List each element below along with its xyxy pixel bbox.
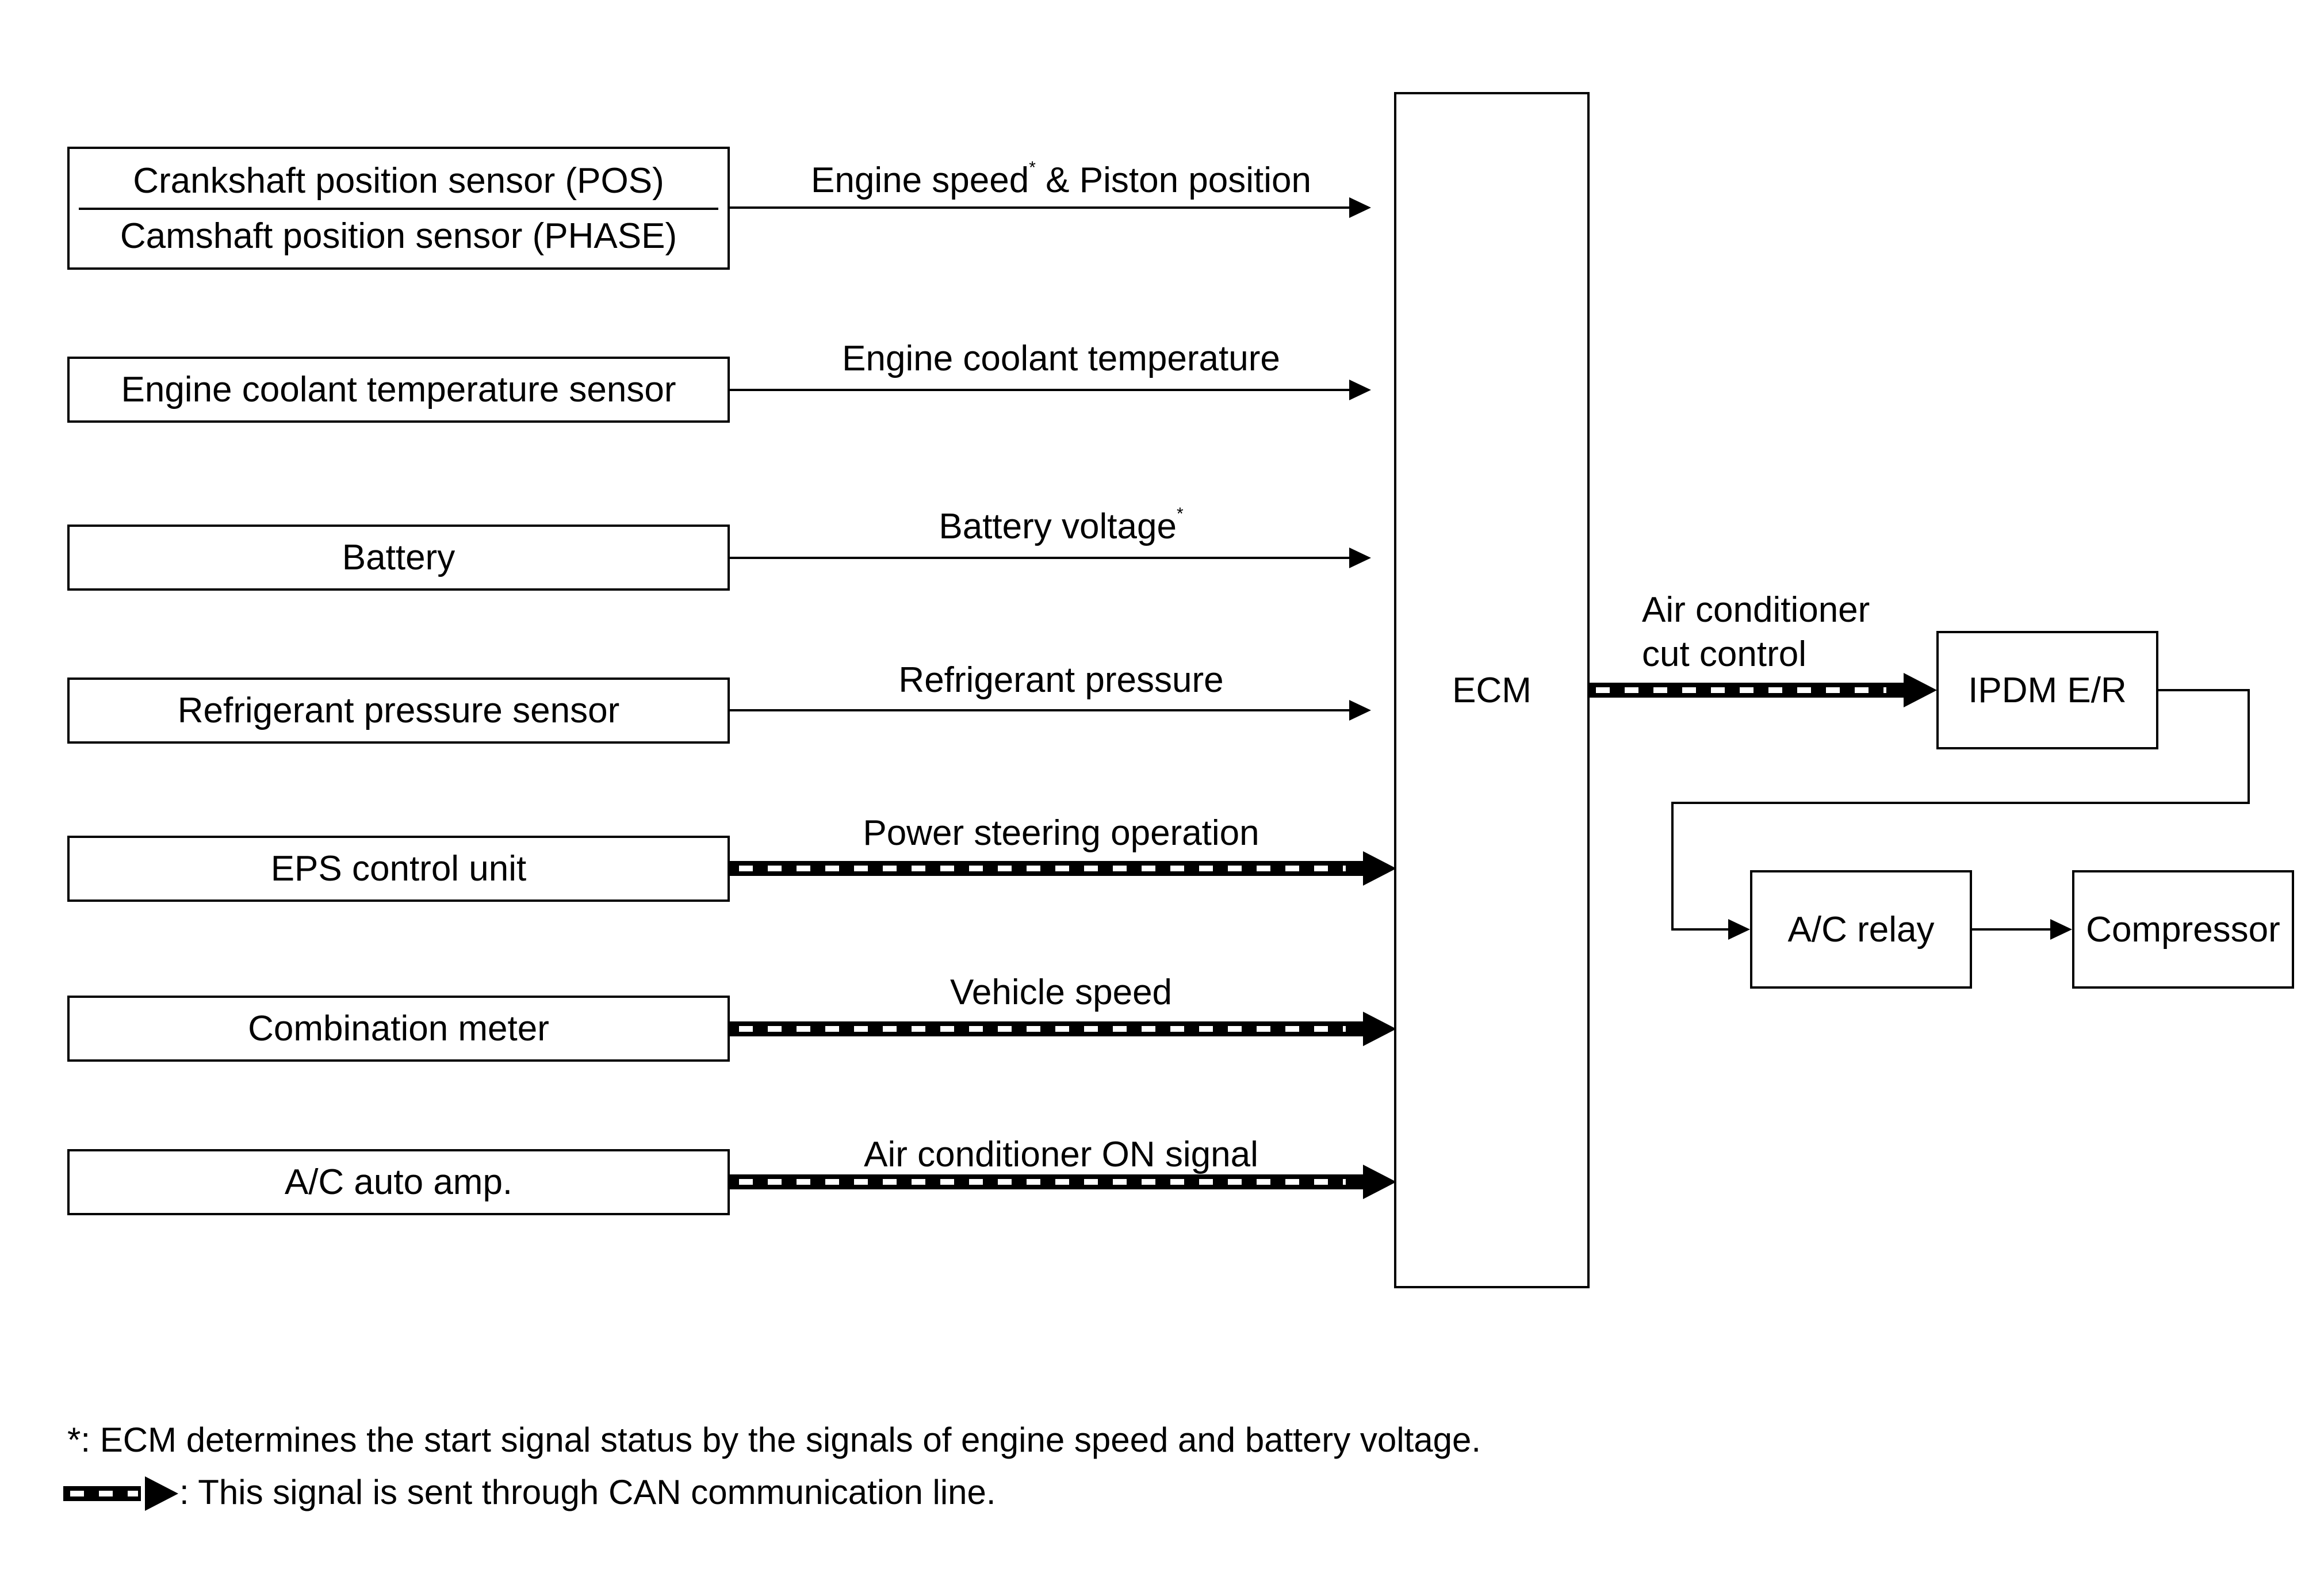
battery-box: Battery (67, 525, 730, 591)
can-legend-note: : This signal is sent through CAN commun… (179, 1473, 996, 1511)
ac-relay-box: A/C relay (1750, 870, 1972, 989)
ac-auto-amp-label: A/C auto amp. (284, 1162, 513, 1202)
combination-meter-label: Combination meter (248, 1009, 549, 1048)
ipdm-label: IPDM E/R (1968, 670, 2127, 710)
asterisk-note: *: ECM determines the start signal statu… (67, 1421, 1481, 1459)
ecm-box: ECM (1394, 92, 1590, 1288)
ac-relay-label: A/C relay (1787, 909, 1935, 950)
arrowhead-to-compressor (2050, 919, 2072, 940)
camshaft-sensor-label: Camshaft position sensor (PHASE) (120, 216, 677, 256)
battery-label: Battery (342, 538, 455, 577)
arrowhead-vehicle-speed (1363, 1012, 1396, 1046)
ipdm-box: IPDM E/R (1936, 631, 2158, 749)
arrowhead-engine-speed (1349, 197, 1371, 218)
signal-ac-cut-line1: Air conditioner (1642, 590, 1870, 630)
combination-meter-box: Combination meter (67, 996, 730, 1062)
ecm-label: ECM (1452, 670, 1532, 710)
legend-can-arrowhead (145, 1476, 178, 1511)
signal-power-steering: Power steering operation (863, 813, 1259, 853)
crank-cam-sensor-box: Crankshaft position sensor (POS) Camshaf… (67, 147, 730, 270)
signal-coolant-temp: Engine coolant temperature (842, 339, 1280, 378)
engine-speed-asterisk: * (1029, 158, 1036, 177)
arrowhead-power-steering (1363, 851, 1396, 886)
eps-label: EPS control unit (270, 849, 527, 889)
sensor-divider (79, 208, 718, 210)
can-lines (63, 673, 1937, 1511)
arrowhead-battery-voltage (1349, 548, 1371, 568)
compressor-label: Compressor (2086, 909, 2280, 950)
arrowhead-coolant-temp (1349, 380, 1371, 400)
wired-signal-lines (730, 206, 2250, 931)
arrowhead-refrigerant-pressure (1349, 700, 1371, 721)
refrigerant-sensor-label: Refrigerant pressure sensor (177, 691, 620, 730)
refrigerant-sensor-box: Refrigerant pressure sensor (67, 678, 730, 744)
ac-auto-amp-box: A/C auto amp. (67, 1149, 730, 1215)
arrowhead-to-relay (1728, 919, 1750, 940)
signal-battery-voltage: Battery voltage* (939, 506, 1183, 546)
signal-refrigerant-pressure: Refrigerant pressure (898, 660, 1224, 700)
signal-vehicle-speed: Vehicle speed (949, 973, 1173, 1012)
battery-voltage-asterisk: * (1176, 504, 1184, 523)
arrowhead-ac-cut-control (1904, 673, 1937, 707)
ipdm-to-relay-line (1671, 689, 2250, 931)
signal-ac-on: Air conditioner ON signal (864, 1135, 1258, 1174)
crankshaft-sensor-label: Crankshaft position sensor (POS) (133, 160, 664, 201)
engine-speed-text: Engine speed (811, 160, 1029, 200)
signal-engine-speed: Engine speed* & Piston position (811, 159, 1311, 200)
coolant-sensor-box: Engine coolant temperature sensor (67, 357, 730, 423)
arrowhead-ac-on-signal (1363, 1165, 1396, 1199)
battery-voltage-text: Battery voltage (939, 507, 1177, 546)
eps-control-unit-box: EPS control unit (67, 836, 730, 902)
piston-position-text: & Piston position (1035, 160, 1311, 200)
signal-ac-cut-line2: cut control (1642, 634, 1807, 674)
coolant-sensor-label: Engine coolant temperature sensor (121, 370, 676, 409)
compressor-box: Compressor (2072, 870, 2294, 989)
